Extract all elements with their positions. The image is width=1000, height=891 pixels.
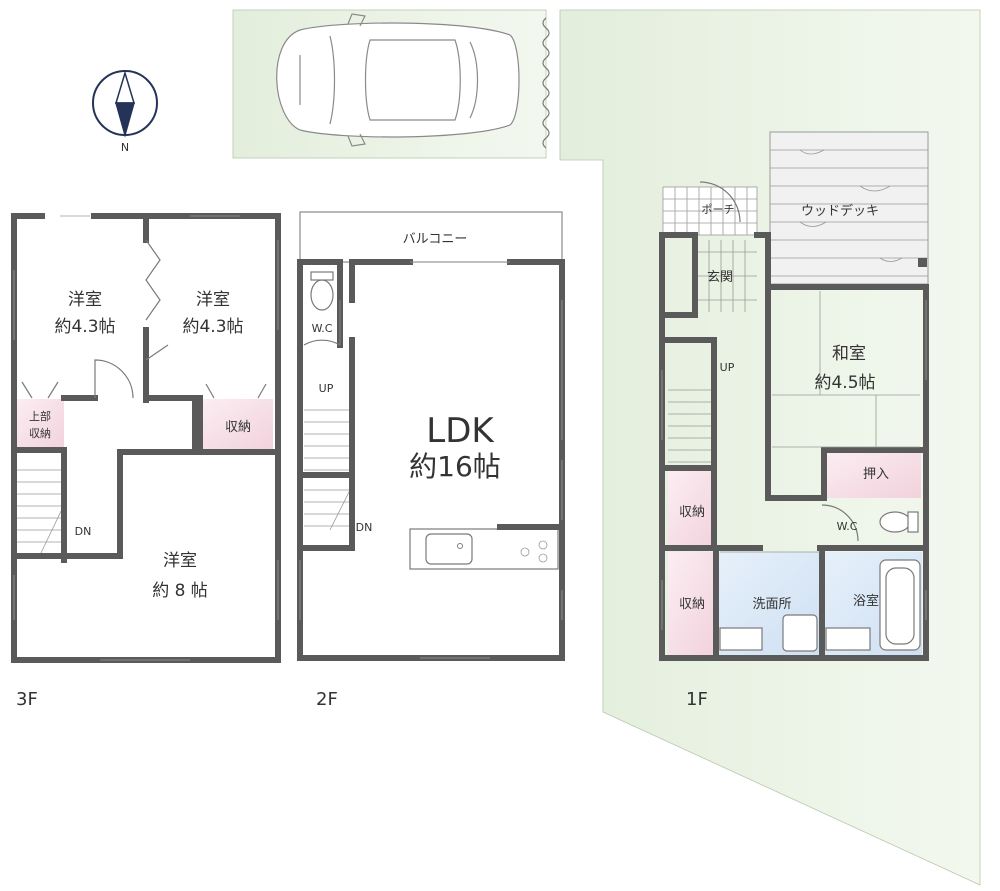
wc-1f-label: W.C bbox=[837, 520, 858, 533]
floor-2f: バルコニー W.C UP DN LDK 約16帖 bbox=[297, 211, 565, 661]
kitchen-counter bbox=[409, 524, 561, 570]
stair-3f-dn-label: DN bbox=[75, 525, 92, 538]
stair-1f-up-label: UP bbox=[720, 361, 735, 374]
porch-label: ポーチ bbox=[702, 203, 735, 216]
room-3f-c-size: 約 8 帖 bbox=[152, 581, 208, 601]
compass-north-label: N bbox=[121, 141, 129, 154]
washitsu-name: 和室 bbox=[832, 344, 866, 364]
toilet-1f-icon bbox=[879, 511, 919, 533]
storage-3f-label: 収納 bbox=[225, 420, 251, 435]
bathroom-label: 浴室 bbox=[853, 593, 879, 609]
attic-storage-line1: 上部 bbox=[29, 409, 51, 423]
ldk-name: LDK bbox=[426, 411, 495, 451]
washitsu-size: 約4.5帖 bbox=[814, 373, 875, 393]
closet-label: 押入 bbox=[863, 467, 889, 482]
storage-1f-upper-label: 収納 bbox=[679, 505, 705, 520]
stair-2f-up-label: UP bbox=[319, 382, 334, 395]
balcony-label: バルコニー bbox=[403, 232, 468, 247]
floor-3f: 洋室 約4.3帖 洋室 約4.3帖 上部 収納 収納 DN 洋室 約 8 帖 bbox=[11, 213, 281, 663]
toilet-2f-icon bbox=[310, 271, 334, 311]
washroom-label: 洗面所 bbox=[752, 597, 791, 612]
room-3f-c-name: 洋室 bbox=[163, 551, 197, 571]
floor-label-2f: 2F bbox=[316, 689, 338, 710]
wood-deck-label: ウッドデッキ bbox=[801, 203, 879, 219]
room-3f-b-name: 洋室 bbox=[196, 290, 230, 310]
entrance-label: 玄関 bbox=[707, 270, 733, 285]
floor-1f: ポーチ ウッドデッキ 玄関 UP 和室 約4.5帖 押入 収納 W.C 収納 洗… bbox=[659, 131, 929, 661]
ldk-size: 約16帖 bbox=[409, 450, 501, 483]
storage-1f-lower-label: 収納 bbox=[679, 597, 705, 612]
stair-2f-dn-label: DN bbox=[356, 521, 373, 534]
bathtub-icon bbox=[879, 559, 921, 651]
car-icon bbox=[276, 13, 520, 147]
room-3f-a-size: 約4.3帖 bbox=[54, 317, 115, 337]
boundary-break-line bbox=[542, 17, 550, 149]
room-3f-a-name: 洋室 bbox=[68, 290, 102, 310]
floor-label-3f: 3F bbox=[16, 689, 38, 710]
wc-2f-label: W.C bbox=[312, 322, 333, 335]
floor-label-1f: 1F bbox=[686, 689, 708, 710]
compass-icon: N bbox=[92, 70, 158, 154]
room-3f-b-size: 約4.3帖 bbox=[182, 317, 243, 337]
attic-storage-line2: 収納 bbox=[29, 427, 51, 440]
